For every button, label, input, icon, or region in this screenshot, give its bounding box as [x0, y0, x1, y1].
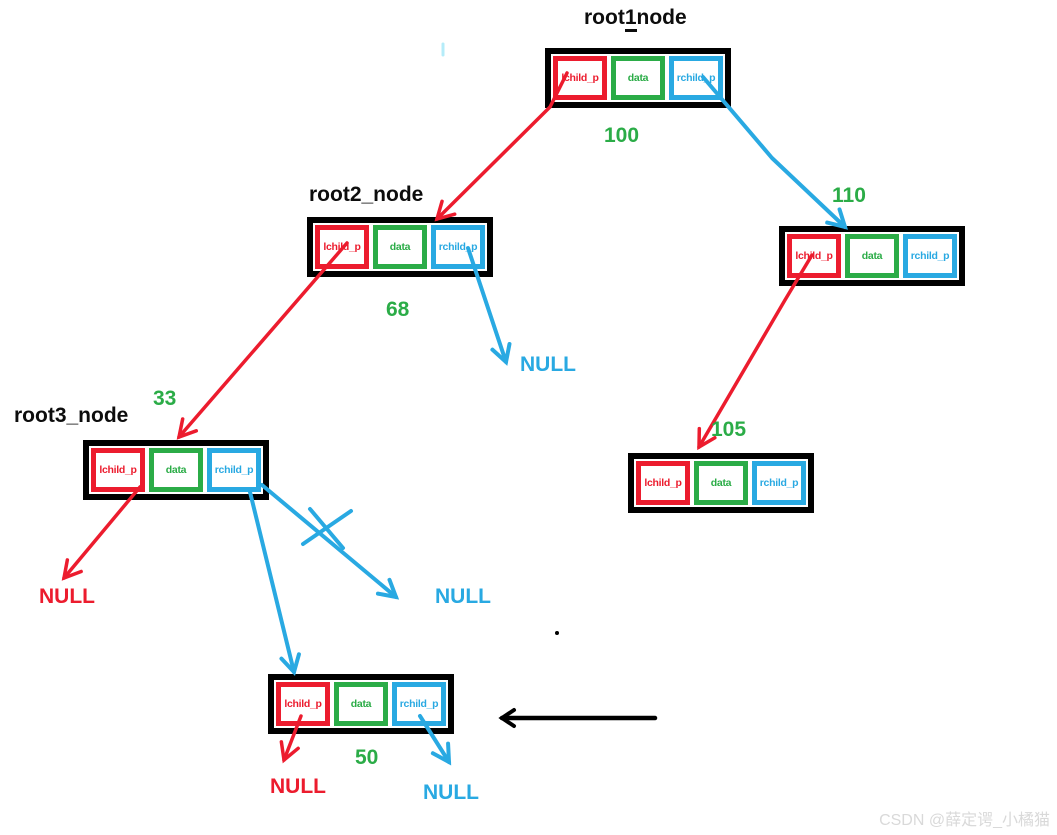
node-title-root1: root1node [584, 6, 687, 32]
null-label-root2-rchild: NULL [520, 353, 576, 376]
data-label: data [627, 72, 649, 84]
node-right: lchild_p data rchild_p [779, 226, 965, 286]
lchild-cell: lchild_p [787, 234, 841, 278]
rchild-cell: rchild_p [669, 56, 723, 100]
crossed-arrow-line [260, 483, 400, 600]
rchild-cell: rchild_p [903, 234, 957, 278]
data-cell: data [334, 682, 388, 726]
node-bottom: lchild_p data rchild_p [268, 674, 454, 734]
data-label: data [861, 250, 883, 262]
lchild-label: lchild_p [644, 477, 682, 489]
data-cell: data [611, 56, 665, 100]
cross-out-stroke-1 [301, 509, 353, 546]
lchild-label: lchild_p [323, 241, 361, 253]
rchild-label: rchild_p [676, 72, 716, 84]
node-root3: lchild_p data rchild_p [83, 440, 269, 500]
null-label-bottom-lchild: NULL [270, 775, 326, 798]
lchild-cell: lchild_p [276, 682, 330, 726]
cross-out-stroke-2 [308, 507, 345, 550]
arrow-root3-lchild-to-null [61, 485, 142, 581]
rchild-label: rchild_p [399, 698, 439, 710]
data-cell: data [373, 225, 427, 269]
node-title-root3: root3_node [14, 404, 129, 427]
value-right-child: 105 [711, 418, 747, 441]
rchild-label: rchild_p [438, 241, 478, 253]
title-part-underlined: 1 [624, 6, 637, 32]
node-root1: lchild_p data rchild_p [545, 48, 731, 108]
lchild-label: lchild_p [795, 250, 833, 262]
lchild-cell: lchild_p [636, 461, 690, 505]
data-cell: data [149, 448, 203, 492]
stray-dot [555, 631, 559, 635]
lchild-label: lchild_p [284, 698, 322, 710]
rchild-cell: rchild_p [752, 461, 806, 505]
null-label-crossed: NULL [435, 585, 491, 608]
null-label-bottom-rchild: NULL [423, 781, 479, 804]
lchild-cell: lchild_p [553, 56, 607, 100]
value-bottom: 50 [355, 746, 379, 769]
node-title-root2: root2_node [309, 183, 424, 206]
arrow-root3-rchild-to-bottom-node [248, 490, 301, 676]
arrow-root3-rchild-to-null-crossed [260, 483, 400, 600]
node-right-child: lchild_p data rchild_p [628, 453, 814, 513]
rchild-label: rchild_p [759, 477, 799, 489]
value-root1: 100 [604, 124, 640, 147]
rchild-cell: rchild_p [431, 225, 485, 269]
value-root3: 33 [153, 387, 177, 410]
node-root2: lchild_p data rchild_p [307, 217, 493, 277]
value-root2: 68 [386, 298, 410, 321]
title-part: root [584, 6, 625, 29]
lchild-cell: lchild_p [315, 225, 369, 269]
value-right: 110 [832, 184, 866, 207]
data-cell: data [694, 461, 748, 505]
rchild-label: rchild_p [214, 464, 254, 476]
data-label: data [389, 241, 411, 253]
csdn-watermark: CSDN @薛定谔_小橘猫 [879, 812, 1050, 829]
data-label: data [350, 698, 372, 710]
rchild-cell: rchild_p [392, 682, 446, 726]
data-label: data [165, 464, 187, 476]
title-part: node [636, 6, 687, 29]
data-label: data [710, 477, 732, 489]
lchild-label: lchild_p [99, 464, 137, 476]
null-label-root3-lchild: NULL [39, 585, 95, 608]
rchild-label: rchild_p [910, 250, 950, 262]
rchild-cell: rchild_p [207, 448, 261, 492]
lchild-cell: lchild_p [91, 448, 145, 492]
data-cell: data [845, 234, 899, 278]
lchild-label: lchild_p [561, 72, 599, 84]
